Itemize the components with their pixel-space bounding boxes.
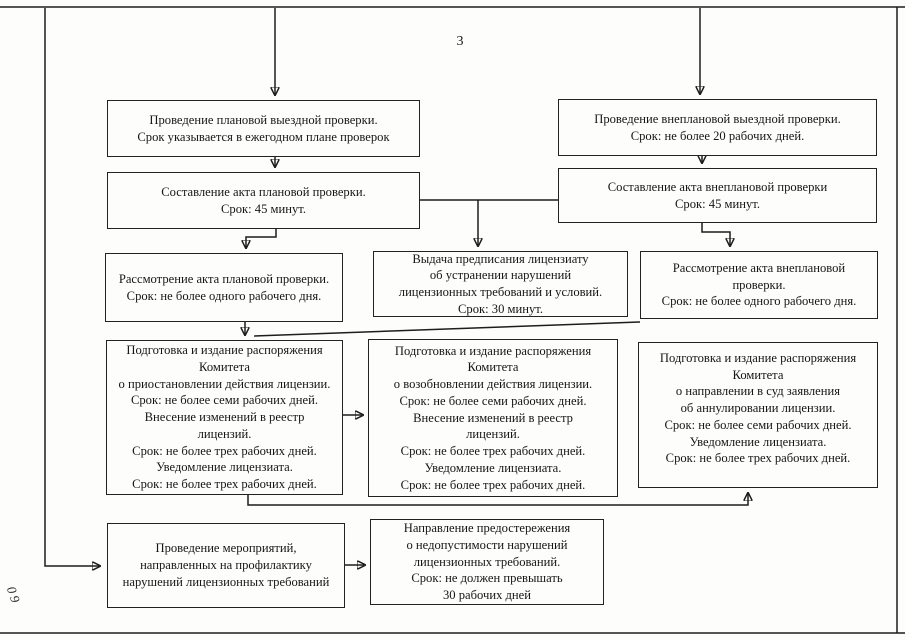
box-planned-act-review: Рассмотрение акта плановой проверки. Сро… [105, 253, 343, 322]
box-planned-act-review-text: Рассмотрение акта плановой проверки. Сро… [118, 271, 330, 303]
page-number: 3 [456, 34, 464, 49]
box-warning-letter-text: Направление предостережения о недопустим… [403, 521, 571, 603]
box-unplanned-inspection-text: Проведение внеплановой выездной проверки… [594, 111, 841, 143]
box-planned-act: Составление акта плановой проверки. Срок… [107, 172, 420, 229]
box-planned-inspection: Проведение плановой выездной проверки. С… [107, 100, 420, 157]
connector-left-feed-to-prevention [44, 8, 99, 566]
box-warning-letter: Направление предостережения о недопустим… [370, 519, 604, 605]
box-prescription-issue: Выдача предписания лицензиату об устране… [373, 251, 628, 317]
box-planned-act-text: Составление акта плановой проверки. Срок… [161, 184, 366, 216]
box-annulment-order: Подготовка и издание распоряжения Комите… [638, 342, 878, 488]
box-prevention-measures: Проведение мероприятий, направленных на … [107, 523, 345, 608]
box-suspension-order-text: Подготовка и издание распоряжения Комите… [118, 343, 331, 492]
connector-diagonal-unplanned-review-to-suspension [253, 321, 641, 337]
connector-planned-act-to-review [246, 229, 277, 247]
box-unplanned-act-review: Рассмотрение акта внеплановой проверки. … [640, 251, 878, 319]
connector-unplanned-act-to-review [701, 223, 730, 245]
box-resumption-order-text: Подготовка и издание распоряжения Комите… [393, 343, 593, 492]
margin-mark: 09 [3, 584, 25, 608]
box-annulment-order-text: Подготовка и издание распоряжения Комите… [659, 351, 857, 466]
box-suspension-order: Подготовка и издание распоряжения Комите… [106, 340, 343, 495]
box-planned-inspection-text: Проведение плановой выездной проверки. С… [137, 112, 390, 144]
box-prevention-measures-text: Проведение мероприятий, направленных на … [122, 541, 330, 589]
box-resumption-order: Подготовка и издание распоряжения Комите… [368, 339, 618, 497]
box-unplanned-inspection: Проведение внеплановой выездной проверки… [558, 99, 877, 156]
box-unplanned-act-review-text: Рассмотрение акта внеплановой проверки. … [661, 260, 857, 309]
box-prescription-issue-text: Выдача предписания лицензиату об устране… [398, 251, 603, 316]
box-unplanned-act: Составление акта внеплановой проверки Ср… [558, 168, 877, 223]
box-unplanned-act-text: Составление акта внеплановой проверки Ср… [607, 179, 828, 211]
